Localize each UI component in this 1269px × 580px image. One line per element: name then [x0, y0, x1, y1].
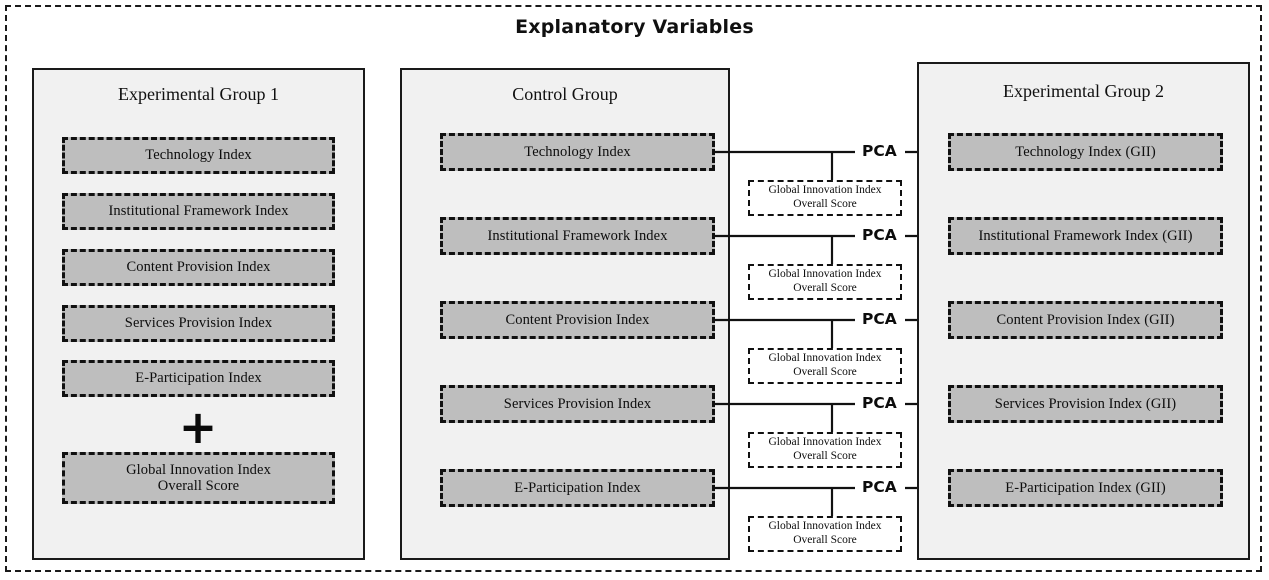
exp2-box-e-participation-index-gii[interactable]: E-Participation Index (GII) — [948, 469, 1223, 507]
connector-gii-box-3-line-2: Overall Score — [793, 366, 857, 378]
connector-gii-box-5[interactable]: Global Innovation Index Overall Score — [748, 516, 902, 552]
exp1-gii-line-2: Overall Score — [157, 478, 240, 494]
exp1-box-services-provision-index[interactable]: Services Provision Index — [62, 305, 335, 342]
pca-label-row-4: PCA — [860, 394, 899, 412]
exp2-box-content-provision-index-gii[interactable]: Content Provision Index (GII) — [948, 301, 1223, 339]
exp2-box-institutional-framework-index-gii[interactable]: Institutional Framework Index (GII) — [948, 217, 1223, 255]
exp1-box-technology-index[interactable]: Technology Index — [62, 137, 335, 174]
pca-label-row-3: PCA — [860, 310, 899, 328]
connector-gii-box-4-line-1: Global Innovation Index — [768, 436, 882, 449]
exp1-box-global-innovation-index[interactable]: Global Innovation Index Overall Score — [62, 452, 335, 504]
connector-gii-box-1[interactable]: Global Innovation Index Overall Score — [748, 180, 902, 216]
ctrl-box-technology-index[interactable]: Technology Index — [440, 133, 715, 171]
plus-operator-icon: + — [178, 400, 218, 454]
connector-gii-box-1-line-1: Global Innovation Index — [768, 184, 882, 197]
exp2-box-technology-index-gii[interactable]: Technology Index (GII) — [948, 133, 1223, 171]
connector-gii-box-4-line-2: Overall Score — [793, 450, 857, 462]
exp1-box-content-provision-index[interactable]: Content Provision Index — [62, 249, 335, 286]
connector-gii-box-3[interactable]: Global Innovation Index Overall Score — [748, 348, 902, 384]
exp1-box-e-participation-index[interactable]: E-Participation Index — [62, 360, 335, 397]
exp1-gii-line-1: Global Innovation Index — [126, 461, 271, 478]
pca-label-row-1: PCA — [860, 142, 899, 160]
outer-dashed-frame — [5, 5, 1262, 572]
ctrl-box-services-provision-index[interactable]: Services Provision Index — [440, 385, 715, 423]
connector-gii-box-1-line-2: Overall Score — [793, 198, 857, 210]
connector-gii-box-5-line-1: Global Innovation Index — [768, 520, 882, 533]
panel-title-control-group: Control Group — [512, 84, 618, 104]
connector-gii-box-2-line-1: Global Innovation Index — [768, 268, 882, 281]
ctrl-box-content-provision-index[interactable]: Content Provision Index — [440, 301, 715, 339]
pca-label-row-2: PCA — [860, 226, 899, 244]
connector-gii-box-2[interactable]: Global Innovation Index Overall Score — [748, 264, 902, 300]
diagram-title: Explanatory Variables — [515, 16, 754, 38]
ctrl-box-institutional-framework-index[interactable]: Institutional Framework Index — [440, 217, 715, 255]
connector-gii-box-2-line-2: Overall Score — [793, 282, 857, 294]
panel-title-experimental-group-1: Experimental Group 1 — [118, 84, 279, 104]
panel-title-experimental-group-2: Experimental Group 2 — [1003, 81, 1164, 101]
exp2-box-services-provision-index-gii[interactable]: Services Provision Index (GII) — [948, 385, 1223, 423]
connector-gii-box-4[interactable]: Global Innovation Index Overall Score — [748, 432, 902, 468]
ctrl-box-e-participation-index[interactable]: E-Participation Index — [440, 469, 715, 507]
exp1-box-institutional-framework-index[interactable]: Institutional Framework Index — [62, 193, 335, 230]
pca-label-row-5: PCA — [860, 478, 899, 496]
connector-gii-box-5-line-2: Overall Score — [793, 534, 857, 546]
connector-gii-box-3-line-1: Global Innovation Index — [768, 352, 882, 365]
